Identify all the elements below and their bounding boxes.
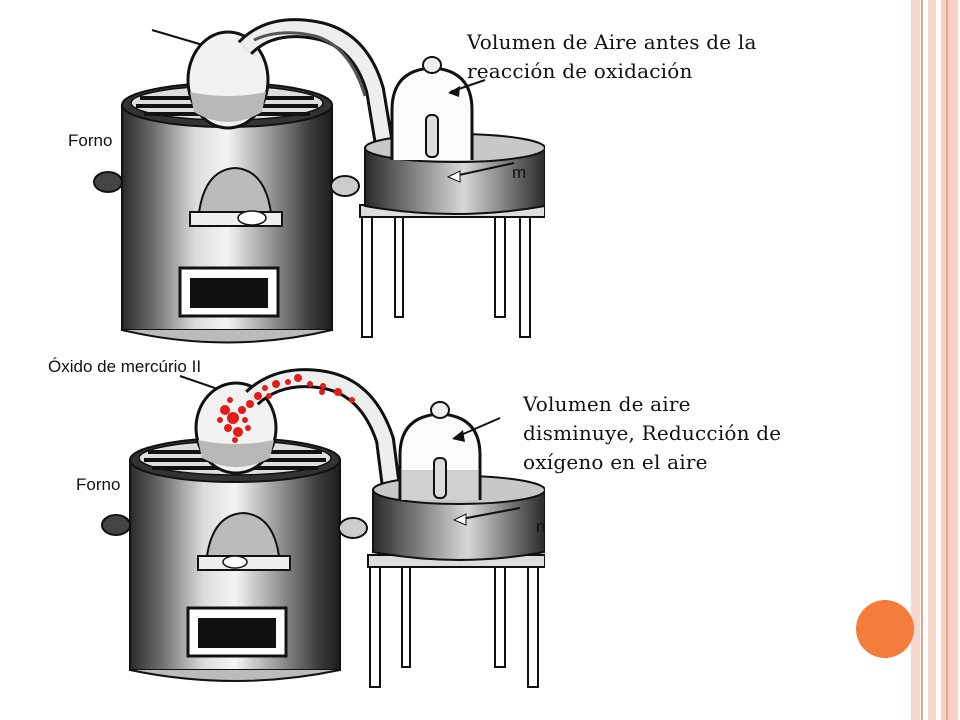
mercury-oxide-deposit <box>217 374 355 443</box>
caption-bottom-line-2: disminuye, Reducción de <box>523 421 782 445</box>
caption-top-line-2: reacción de oxidación <box>467 59 693 83</box>
bottom-furnace-label: Forno <box>76 475 120 494</box>
caption-after-oxidation: Volumen de aire disminuye, Reducción de … <box>523 390 781 477</box>
top-furnace-label: Forno <box>68 131 112 150</box>
bottom-apparatus: Óxido de mercúrio II <box>48 357 545 688</box>
mercury-oxide-label: Óxido de mercúrio II <box>48 357 201 376</box>
top-partial-label: m <box>512 163 526 182</box>
caption-bottom-line-3: oxígeno en el aire <box>523 450 708 474</box>
caption-bottom-line-1: Volumen de aire <box>523 392 691 416</box>
bottom-partial-label: n <box>536 517 545 536</box>
side-decoration <box>908 0 960 720</box>
caption-before-oxidation: Volumen de Aire antes de la reacción de … <box>467 28 757 86</box>
orange-circle-icon <box>856 600 914 658</box>
top-apparatus: m Forno <box>68 18 545 344</box>
lavoisier-apparatus-figure: m Forno Óxido de mercúrio II <box>48 18 545 688</box>
caption-top-line-1: Volumen de Aire antes de la <box>467 30 757 54</box>
